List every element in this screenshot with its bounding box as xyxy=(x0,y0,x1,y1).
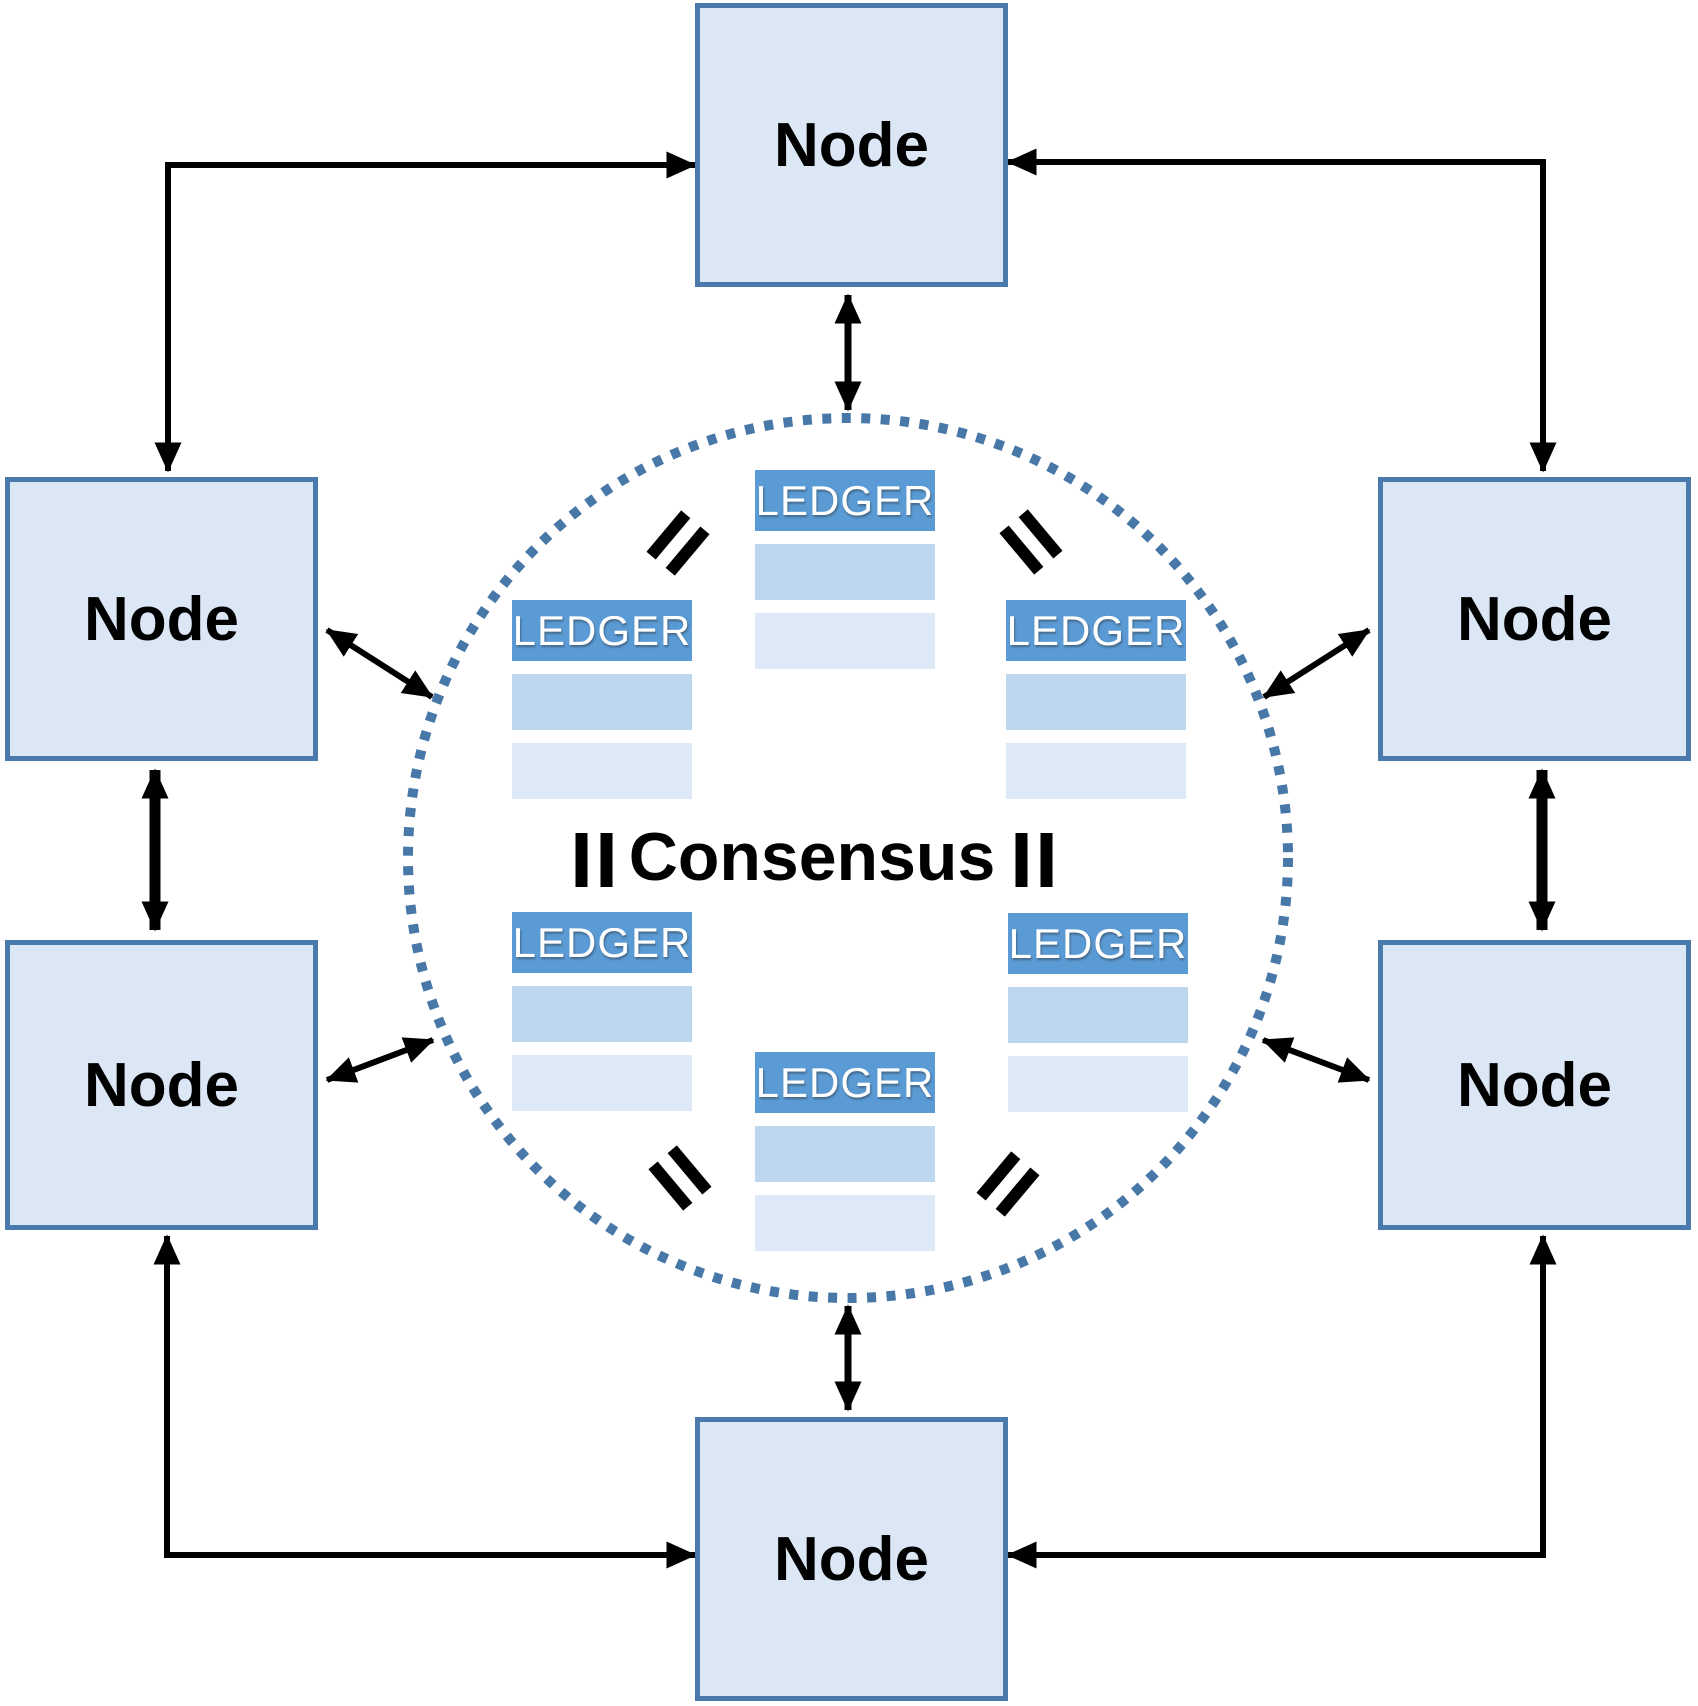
ledger-row xyxy=(1006,743,1186,799)
node-box-top: Node xyxy=(695,3,1008,287)
ledger-header: LEDGER xyxy=(1008,913,1188,974)
ledger-row xyxy=(512,1055,692,1111)
ledger-table-bottom: LEDGER xyxy=(755,1052,935,1251)
ledger-header: LEDGER xyxy=(755,1052,935,1113)
ledger-header: LEDGER xyxy=(1006,600,1186,661)
node-label: Node xyxy=(1457,1050,1612,1120)
node-label: Node xyxy=(84,1050,239,1120)
ledger-table-lower-left: LEDGER xyxy=(512,912,692,1111)
consensus-label: Consensus xyxy=(628,819,996,895)
ledger-row xyxy=(755,1126,935,1182)
ledger-table-upper-left: LEDGER xyxy=(512,600,692,799)
ledger-row xyxy=(1006,674,1186,730)
ledger-table-lower-right: LEDGER xyxy=(1008,913,1188,1112)
ledger-table-upper-right: LEDGER xyxy=(1006,600,1186,799)
ledger-table-top: LEDGER xyxy=(755,470,935,669)
ledger-header: LEDGER xyxy=(512,600,692,661)
node-label: Node xyxy=(774,1524,929,1594)
ledger-row xyxy=(755,544,935,600)
equals-icon xyxy=(1015,833,1053,887)
arrow-upperleft-to-top xyxy=(154,151,697,473)
ledger-row xyxy=(1008,1056,1188,1112)
arrow-lowerleft-to-bottom xyxy=(153,1234,697,1569)
ledger-row xyxy=(755,1195,935,1251)
ledger-row xyxy=(512,743,692,799)
ledger-row xyxy=(1008,987,1188,1043)
node-label: Node xyxy=(84,584,239,654)
ledger-row xyxy=(512,986,692,1042)
node-box-lower-right: Node xyxy=(1378,940,1691,1230)
arrow-upperright-node-circle xyxy=(1262,627,1371,700)
node-box-upper-right: Node xyxy=(1378,477,1691,761)
arrow-lowerright-node-circle xyxy=(1261,1037,1371,1083)
ledger-header: LEDGER xyxy=(512,912,692,973)
ledger-row xyxy=(512,674,692,730)
arrow-upperright-to-top xyxy=(1006,148,1557,473)
arrow-lowerleft-node-circle xyxy=(325,1037,435,1083)
equals-icon xyxy=(575,833,613,887)
node-box-lower-left: Node xyxy=(5,940,318,1230)
ledger-header: LEDGER xyxy=(755,470,935,531)
arrow-lowerright-to-bottom xyxy=(1006,1234,1557,1569)
node-label: Node xyxy=(1457,584,1612,654)
ledger-row xyxy=(755,613,935,669)
node-label: Node xyxy=(774,110,929,180)
node-box-upper-left: Node xyxy=(5,477,318,761)
consensus-dotted-circle xyxy=(403,413,1293,1303)
node-box-bottom: Node xyxy=(695,1417,1008,1701)
arrow-upperleft-node-circle xyxy=(325,627,434,700)
